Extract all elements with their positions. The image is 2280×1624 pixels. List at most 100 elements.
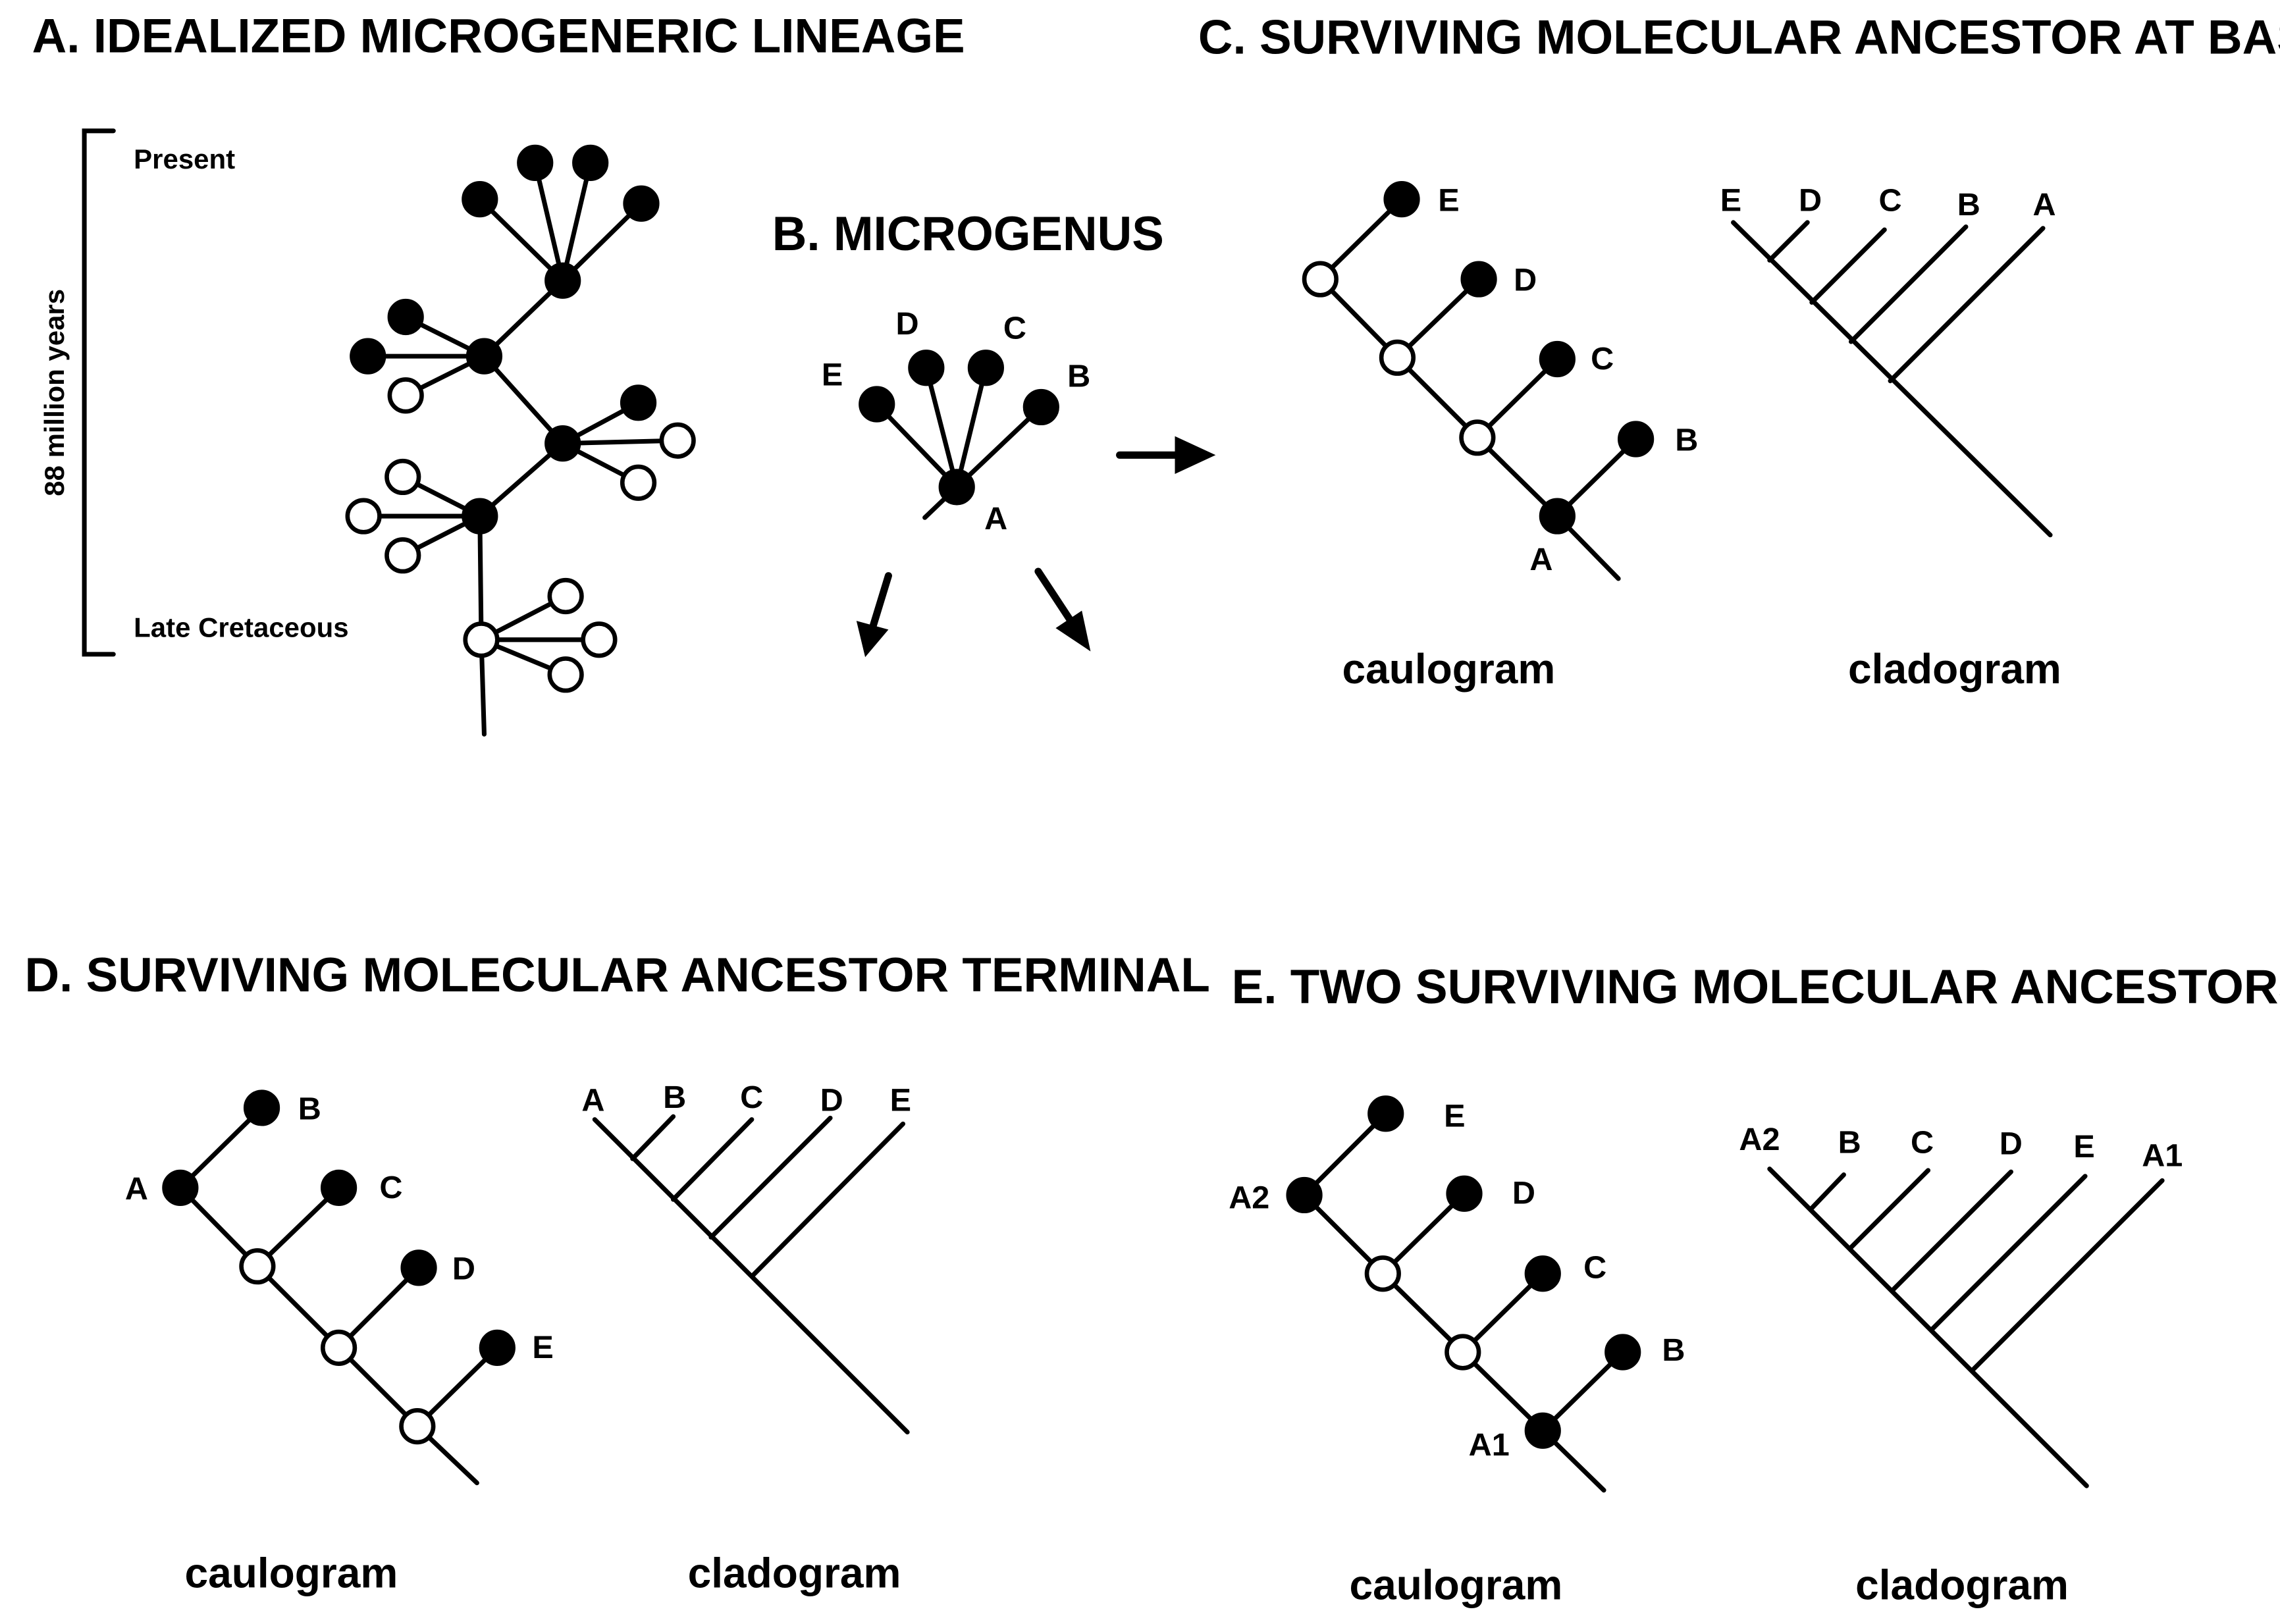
node-c bbox=[967, 350, 1005, 386]
cladogram-caption: cladogram bbox=[1855, 1561, 2069, 1608]
cladogram-tip: A1 bbox=[2142, 1138, 2183, 1173]
node-c-label: C bbox=[1583, 1249, 1606, 1285]
filled-node bbox=[462, 180, 498, 218]
filled-node bbox=[572, 144, 609, 181]
cladogram-tip: A2 bbox=[1739, 1122, 1780, 1157]
node-b-label: B bbox=[1662, 1332, 1685, 1368]
microgenus-branches bbox=[874, 365, 1044, 520]
panel-e-title: E. TWO SURVIVING MOLECULAR ANCESTORS bbox=[1232, 960, 2280, 1014]
node-a-label: A bbox=[984, 501, 1007, 537]
node-b-label: B bbox=[1067, 359, 1090, 394]
node-cluster-4 bbox=[350, 298, 503, 414]
arrow-down-right-icon bbox=[1034, 567, 1091, 652]
caulogram-caption: caulogram bbox=[1350, 1561, 1563, 1608]
node-a-label: A bbox=[125, 1171, 148, 1207]
filled-node bbox=[350, 338, 386, 375]
node-a bbox=[938, 469, 975, 506]
node-a1-label: A1 bbox=[1469, 1427, 1510, 1463]
cladogram-caption: cladogram bbox=[1848, 645, 2061, 693]
node-b bbox=[1618, 421, 1655, 458]
open-node bbox=[384, 458, 421, 496]
present-label: Present bbox=[134, 144, 235, 174]
filled-node bbox=[544, 262, 581, 299]
node-b bbox=[243, 1089, 280, 1126]
node-b bbox=[1604, 1334, 1641, 1371]
open-node bbox=[581, 621, 618, 658]
cladogram-e: A2 B C D E A1 bbox=[1739, 1122, 2183, 1488]
node-cluster-2 bbox=[345, 458, 498, 574]
node-c-label: C bbox=[379, 1170, 402, 1205]
panel-c: C. SURVIVING MOLECULAR ANCESTOR AT BASE … bbox=[1198, 11, 2280, 693]
caulogram-d: B A C D E bbox=[125, 1089, 554, 1486]
node-e-label: E bbox=[1444, 1099, 1465, 1134]
cladogram-tip: E bbox=[890, 1082, 911, 1118]
filled-node bbox=[387, 298, 424, 336]
panel-a-title: A. IDEALIZED MICROGENERIC LINEAGE bbox=[32, 10, 965, 63]
caulogram-c: E D C B A bbox=[1302, 180, 1698, 581]
open-node bbox=[399, 1408, 436, 1445]
node-a2-label: A2 bbox=[1229, 1180, 1269, 1215]
filled-node bbox=[462, 498, 498, 535]
cladogram-tip: B bbox=[1957, 187, 1980, 223]
cladogram-tip: A bbox=[2033, 187, 2056, 223]
panel-d-title: D. SURVIVING MOLECULAR ANCESTOR TERMINAL bbox=[25, 949, 1210, 1002]
node-a bbox=[1539, 498, 1576, 535]
node-c bbox=[320, 1169, 358, 1207]
time-scale-label: 88 million years bbox=[39, 289, 70, 496]
cladogram-caption: cladogram bbox=[688, 1550, 901, 1597]
node-d-label: D bbox=[895, 306, 918, 342]
node-b-label: B bbox=[298, 1091, 321, 1127]
open-node bbox=[384, 537, 421, 574]
node-b bbox=[1022, 388, 1059, 426]
node-a-label: A bbox=[1529, 542, 1552, 577]
cladogram-tip: C bbox=[1878, 182, 1901, 218]
node-a2 bbox=[1286, 1176, 1323, 1214]
node-a bbox=[162, 1169, 199, 1207]
cladogram-tip: C bbox=[740, 1080, 763, 1115]
node-e bbox=[1367, 1095, 1404, 1132]
caulogram-caption: caulogram bbox=[184, 1550, 398, 1597]
cladogram-tip: E bbox=[2073, 1129, 2094, 1165]
cladogram-d: A B C D E bbox=[581, 1080, 911, 1434]
filled-node bbox=[517, 144, 554, 181]
caulogram-caption: caulogram bbox=[1342, 645, 1555, 693]
open-node bbox=[1445, 1334, 1481, 1371]
cladogram-tip: E bbox=[1720, 182, 1741, 218]
open-node bbox=[659, 422, 696, 459]
filled-node bbox=[465, 338, 503, 375]
filled-node bbox=[620, 384, 657, 421]
cladogram-tip: D bbox=[1799, 182, 1822, 218]
node-e bbox=[1383, 180, 1420, 218]
node-cluster-3 bbox=[544, 384, 696, 501]
open-node bbox=[547, 656, 584, 693]
cladogram-c: E D C B A bbox=[1720, 182, 2056, 538]
open-node bbox=[620, 464, 657, 501]
open-node bbox=[387, 377, 424, 414]
node-e-label: E bbox=[1438, 182, 1459, 218]
node-d bbox=[908, 350, 945, 386]
open-node bbox=[463, 621, 500, 658]
panel-e: E. TWO SURVIVING MOLECULAR ANCESTORS E A… bbox=[1229, 960, 2280, 1609]
node-cluster-5 bbox=[462, 144, 660, 299]
node-c-label: C bbox=[1003, 311, 1026, 346]
filled-node bbox=[623, 185, 660, 222]
node-c bbox=[1539, 340, 1576, 378]
node-d-label: D bbox=[452, 1251, 475, 1287]
node-cluster-1 bbox=[463, 577, 618, 693]
arrow-right-icon bbox=[1116, 436, 1216, 475]
node-c-label: C bbox=[1591, 341, 1614, 377]
cladogram-tip: D bbox=[2000, 1126, 2023, 1162]
caulogram-e: E A2 D C B A1 bbox=[1229, 1095, 1685, 1493]
cladogram-tip: D bbox=[820, 1082, 843, 1118]
open-node bbox=[1379, 339, 1416, 376]
cladogram-tip: A bbox=[581, 1082, 604, 1118]
node-b-label: B bbox=[1675, 423, 1698, 458]
open-node bbox=[320, 1329, 358, 1366]
open-node bbox=[1459, 419, 1496, 456]
node-e bbox=[479, 1329, 516, 1366]
node-d-label: D bbox=[1512, 1176, 1535, 1211]
node-d bbox=[1460, 261, 1497, 298]
time-scale-bracket bbox=[82, 128, 116, 657]
node-d bbox=[1446, 1175, 1483, 1212]
